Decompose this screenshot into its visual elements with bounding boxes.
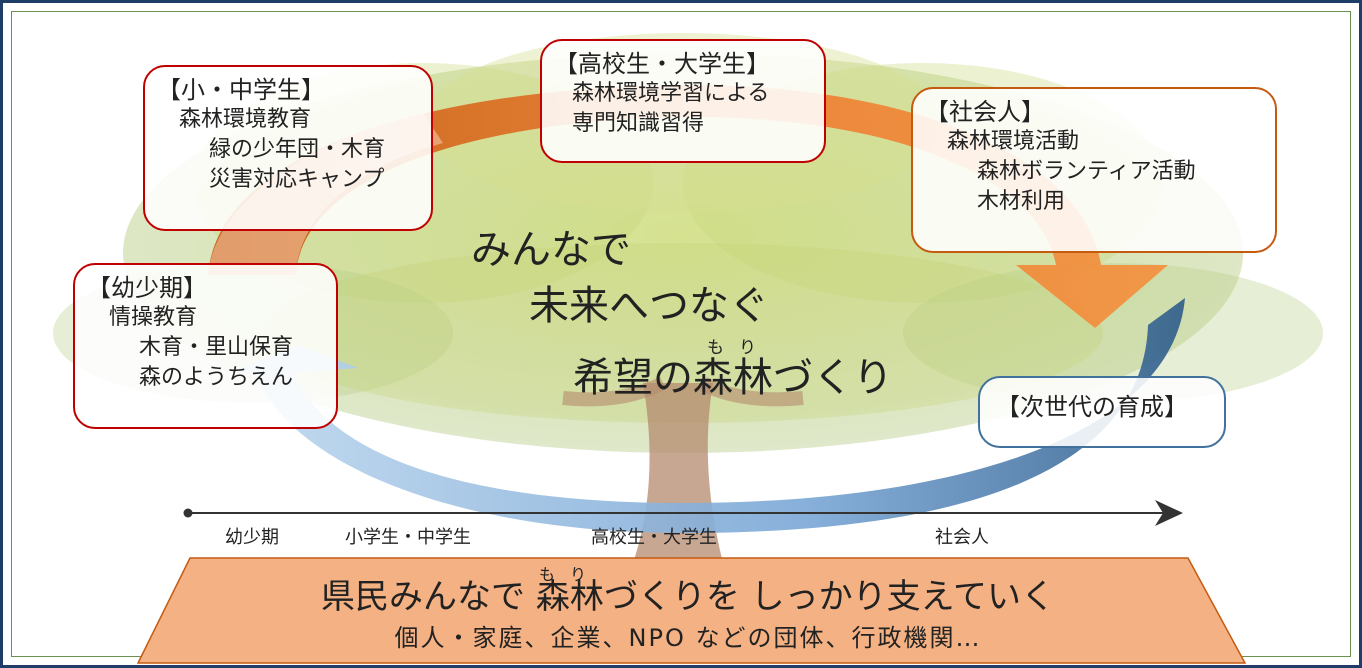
timeline-label-infant: 幼少期: [225, 527, 279, 548]
elementary-stage-title: 【小・中学生】: [157, 76, 325, 104]
infant-line-1: 情操教育: [109, 305, 198, 330]
infant-line-2: 木育・里山保育: [139, 335, 294, 360]
slogan-line-1: みんなで: [471, 227, 631, 273]
adult-stage-box: 【社会人】 森林環境活動 森林ボランティア活動 木材利用: [911, 87, 1277, 253]
adult-line-2: 森林ボランティア活動: [977, 159, 1196, 184]
support-band: [136, 557, 1247, 664]
band-main-text: 県民みんなで 森林づくりを しっかり支えていく: [321, 577, 1055, 617]
infant-stage-title: 【幼少期】: [87, 274, 207, 302]
adult-line-3: 木材利用: [977, 189, 1066, 214]
elementary-stage-box: 【小・中学生】 森林環境教育 緑の少年団・木育 災害対応キャンプ: [143, 65, 433, 231]
timeline-label-adult: 社会人: [935, 527, 989, 548]
highschool-stage-box: 【高校生・大学生】 森林環境学習による 専門知識習得: [540, 39, 826, 163]
slogan-ruby: もり: [707, 338, 771, 358]
slogan-line-2: 未来へつなぐ: [529, 283, 769, 329]
highschool-stage-title: 【高校生・大学生】: [554, 50, 770, 78]
elementary-line-3: 災害対応キャンプ: [209, 167, 385, 192]
elementary-line-2: 緑の少年団・木育: [209, 137, 386, 162]
band-sub-text: 個人・家庭、企業、NPO などの団体、行政機関…: [394, 624, 982, 652]
timeline-label-highschool: 高校生・大学生: [591, 527, 717, 548]
infant-stage-box: 【幼少期】 情操教育 木育・里山保育 森のようちえん: [73, 263, 338, 429]
highschool-line-1: 森林環境学習による: [572, 81, 770, 106]
next-generation-box: 【次世代の育成】: [978, 376, 1226, 448]
band-ruby: もり: [539, 565, 602, 584]
highschool-line-2: 専門知識習得: [572, 111, 705, 136]
infant-line-3: 森のようちえん: [139, 365, 294, 390]
timeline-label-elementary: 小学生・中学生: [345, 527, 471, 548]
slogan-line-3: 希望の森林づくり: [573, 355, 893, 401]
elementary-line-1: 森林環境教育: [179, 107, 312, 132]
timeline-axis: [183, 500, 1183, 526]
next-generation-title: 【次世代の育成】: [996, 393, 1188, 421]
adult-stage-title: 【社会人】: [925, 98, 1045, 126]
adult-line-1: 森林環境活動: [947, 129, 1080, 154]
